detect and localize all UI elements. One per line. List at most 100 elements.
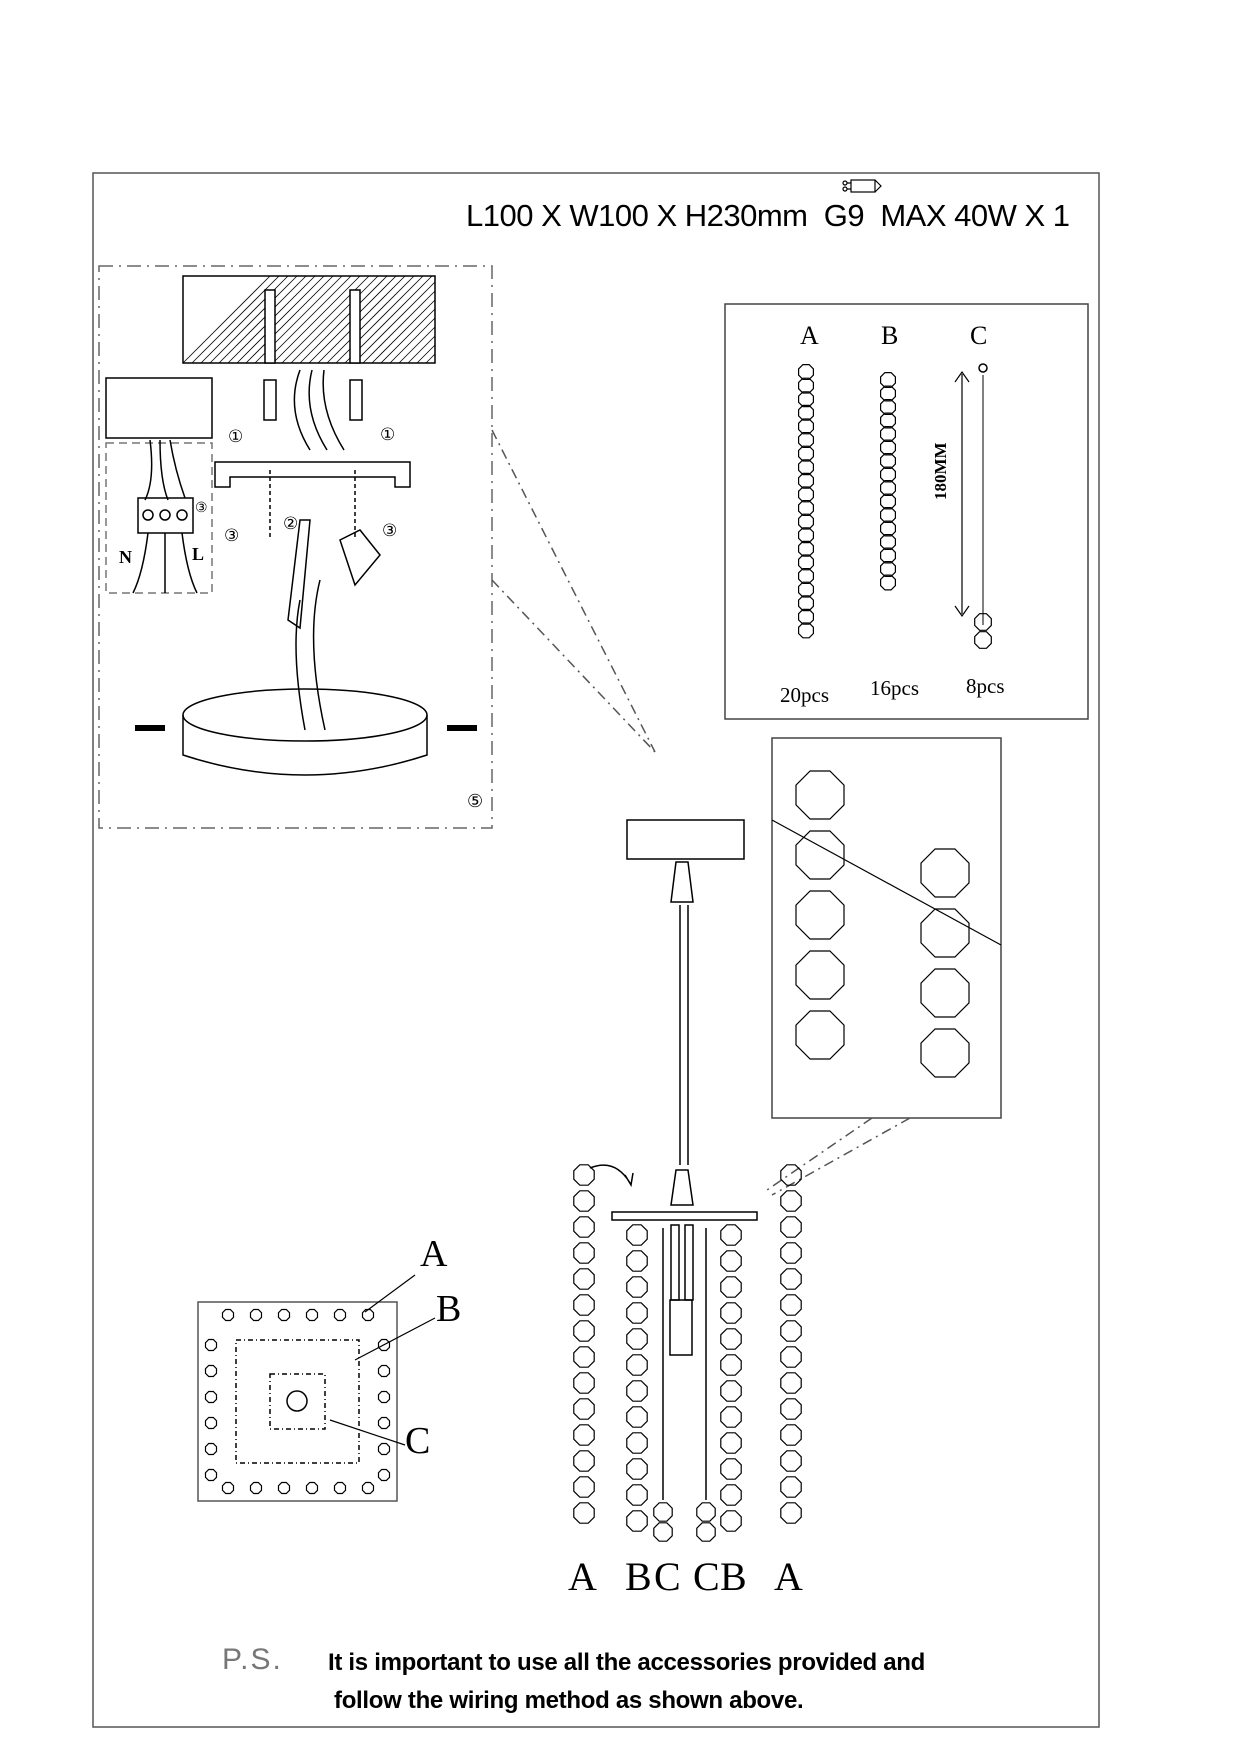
crystal-bead bbox=[626, 1432, 648, 1454]
live-label: L bbox=[192, 544, 205, 564]
step-3-box: ③ bbox=[195, 499, 208, 515]
crystal-bead bbox=[780, 1320, 802, 1342]
crystal-bead bbox=[879, 547, 897, 564]
crystal-bead bbox=[573, 1476, 595, 1498]
note-line-1: It is important to use all the accessori… bbox=[328, 1649, 926, 1676]
crystal-bead bbox=[626, 1510, 648, 1532]
crystal-bead bbox=[780, 1502, 802, 1524]
crystal-bead bbox=[626, 1380, 648, 1402]
top-view-hook bbox=[377, 1364, 391, 1378]
step-1-right: ① bbox=[380, 425, 396, 444]
crystal-bead bbox=[573, 1294, 595, 1316]
crystal-bead bbox=[797, 500, 815, 517]
crystal-bead bbox=[780, 1294, 802, 1316]
top-view-hook bbox=[361, 1308, 375, 1322]
crystal-bead bbox=[780, 1268, 802, 1290]
hatch-line bbox=[407, 335, 436, 364]
assembly-label-b-left: B bbox=[625, 1554, 652, 1599]
hatch-line bbox=[299, 275, 388, 364]
crystal-bead bbox=[797, 527, 815, 544]
top-view-hook bbox=[221, 1308, 235, 1322]
top-view-hook bbox=[333, 1308, 347, 1322]
note-line-2: follow the wiring method as shown above. bbox=[334, 1687, 804, 1714]
hatch-line bbox=[371, 299, 436, 364]
pendant-lamp bbox=[589, 819, 758, 1356]
hatch-line bbox=[380, 308, 436, 364]
crystal-bead bbox=[797, 432, 815, 448]
crystal-bead bbox=[797, 472, 815, 489]
hatch-line bbox=[236, 275, 325, 364]
top-view-hook bbox=[221, 1481, 235, 1495]
hatch-line bbox=[272, 275, 361, 364]
top-view-hook bbox=[305, 1308, 319, 1322]
crystal-bead bbox=[573, 1320, 595, 1342]
crystal-bead bbox=[797, 486, 815, 503]
crystal-bead bbox=[797, 567, 815, 585]
crystal-bead bbox=[573, 1268, 595, 1290]
crystal-detail-bead bbox=[920, 1028, 970, 1078]
crystal-detail-bead bbox=[795, 890, 845, 940]
crystal-bead bbox=[573, 1450, 595, 1472]
g9-bulb-icon bbox=[842, 179, 882, 193]
crystal-bead bbox=[720, 1276, 742, 1298]
crystal-bead bbox=[879, 480, 897, 496]
top-view-hook bbox=[377, 1468, 391, 1482]
step-5: ⑤ bbox=[467, 791, 484, 811]
crystal-bead bbox=[780, 1476, 802, 1498]
crystal-bead bbox=[879, 412, 897, 429]
crystal-bead bbox=[573, 1346, 595, 1368]
crystal-bead bbox=[797, 364, 815, 380]
top-view-hook bbox=[204, 1468, 218, 1482]
crystal-detail-bead bbox=[920, 968, 970, 1018]
crystal-bead bbox=[573, 1190, 595, 1212]
crystal-bead bbox=[626, 1458, 648, 1480]
hatch-line bbox=[353, 281, 436, 364]
crystal-bead bbox=[780, 1190, 802, 1212]
crystal-bead bbox=[720, 1380, 742, 1402]
spec-line: L100 X W100 X H230mm G9 MAX 40W X 1 bbox=[466, 200, 1070, 231]
crystal-bead bbox=[720, 1406, 742, 1428]
crystal-bead bbox=[573, 1164, 595, 1186]
top-view-hook bbox=[204, 1338, 218, 1352]
crystal-bead bbox=[573, 1216, 595, 1238]
crystal-c-bead bbox=[974, 631, 992, 649]
crystal-bead bbox=[797, 445, 815, 462]
hatch-line bbox=[290, 275, 379, 364]
crystal-bead bbox=[797, 391, 815, 408]
crystal-bead bbox=[720, 1458, 742, 1480]
assembly-label-a-left: A bbox=[568, 1554, 597, 1599]
step-1-left: ① bbox=[228, 427, 244, 446]
part-b-count: 16pcs bbox=[870, 676, 919, 700]
top-view-hook bbox=[377, 1416, 391, 1430]
hatch-line bbox=[317, 275, 406, 364]
top-view-hook bbox=[204, 1416, 218, 1430]
crystal-bead bbox=[573, 1372, 595, 1394]
crystal-bead bbox=[797, 513, 815, 530]
crystal-detail-bead bbox=[795, 950, 845, 1000]
top-view-hook bbox=[361, 1481, 375, 1495]
crystal-detail-bead bbox=[795, 1010, 845, 1060]
assembly-label-a-right: A bbox=[774, 1554, 803, 1599]
step-2: ② bbox=[283, 514, 299, 533]
page-frame bbox=[92, 172, 1100, 1728]
crystal-bead bbox=[720, 1328, 742, 1350]
crystal-bead bbox=[626, 1276, 648, 1298]
crystal-bead bbox=[626, 1406, 648, 1428]
crystal-bead bbox=[797, 418, 815, 435]
part-c-label: C bbox=[970, 321, 988, 350]
hatch-line bbox=[182, 275, 271, 364]
crystal-bead bbox=[797, 540, 815, 557]
length-label: 180MM bbox=[931, 442, 950, 500]
crystal-bead bbox=[696, 1522, 716, 1542]
crystal-bead bbox=[626, 1328, 648, 1350]
crystal-bead bbox=[780, 1216, 802, 1238]
crystal-bead bbox=[879, 574, 897, 591]
part-a-count: 20pcs bbox=[780, 683, 829, 707]
part-c-count: 8pcs bbox=[966, 674, 1005, 698]
crystal-detail-box bbox=[771, 737, 1002, 1119]
top-view-hook bbox=[277, 1481, 291, 1495]
crystal-bead bbox=[879, 493, 897, 510]
wiring-panel bbox=[98, 265, 656, 829]
top-view-hook bbox=[249, 1308, 263, 1322]
crystal-bead bbox=[797, 377, 815, 394]
